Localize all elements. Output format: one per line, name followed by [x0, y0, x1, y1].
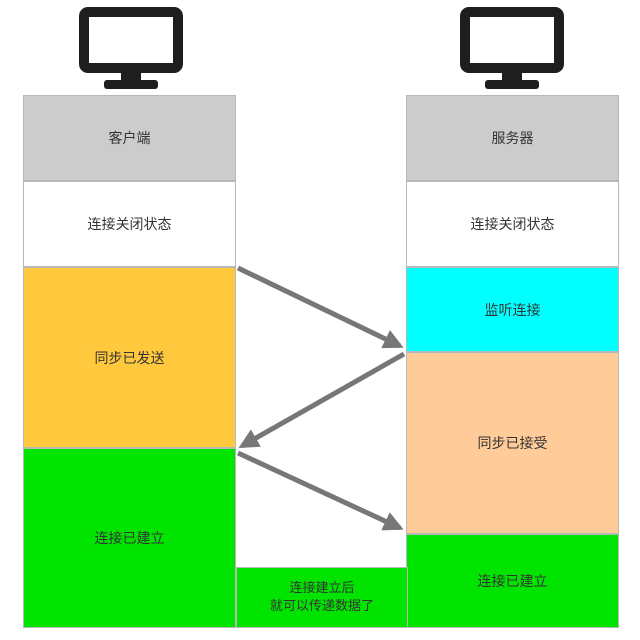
server-title: 服务器 [406, 95, 619, 181]
client-state-closed: 连接关闭状态 [23, 181, 236, 267]
syn-ack-arrow [238, 351, 406, 449]
client-monitor-icon [79, 7, 183, 89]
server-state-listen: 监听连接 [406, 267, 619, 352]
server-monitor-icon [460, 7, 564, 89]
client-state-established: 连接已建立 [23, 448, 236, 628]
ack-arrow [236, 450, 404, 531]
syn-arrow [236, 265, 404, 349]
server-state-closed: 连接关闭状态 [406, 181, 619, 267]
client-title: 客户端 [23, 95, 236, 181]
client-state-syn-sent: 同步已发送 [23, 267, 236, 448]
data-transfer-note: 连接建立后 就可以传递数据了 [236, 567, 408, 628]
server-state-syn-received: 同步已接受 [406, 352, 619, 534]
server-state-established: 连接已建立 [406, 534, 619, 628]
